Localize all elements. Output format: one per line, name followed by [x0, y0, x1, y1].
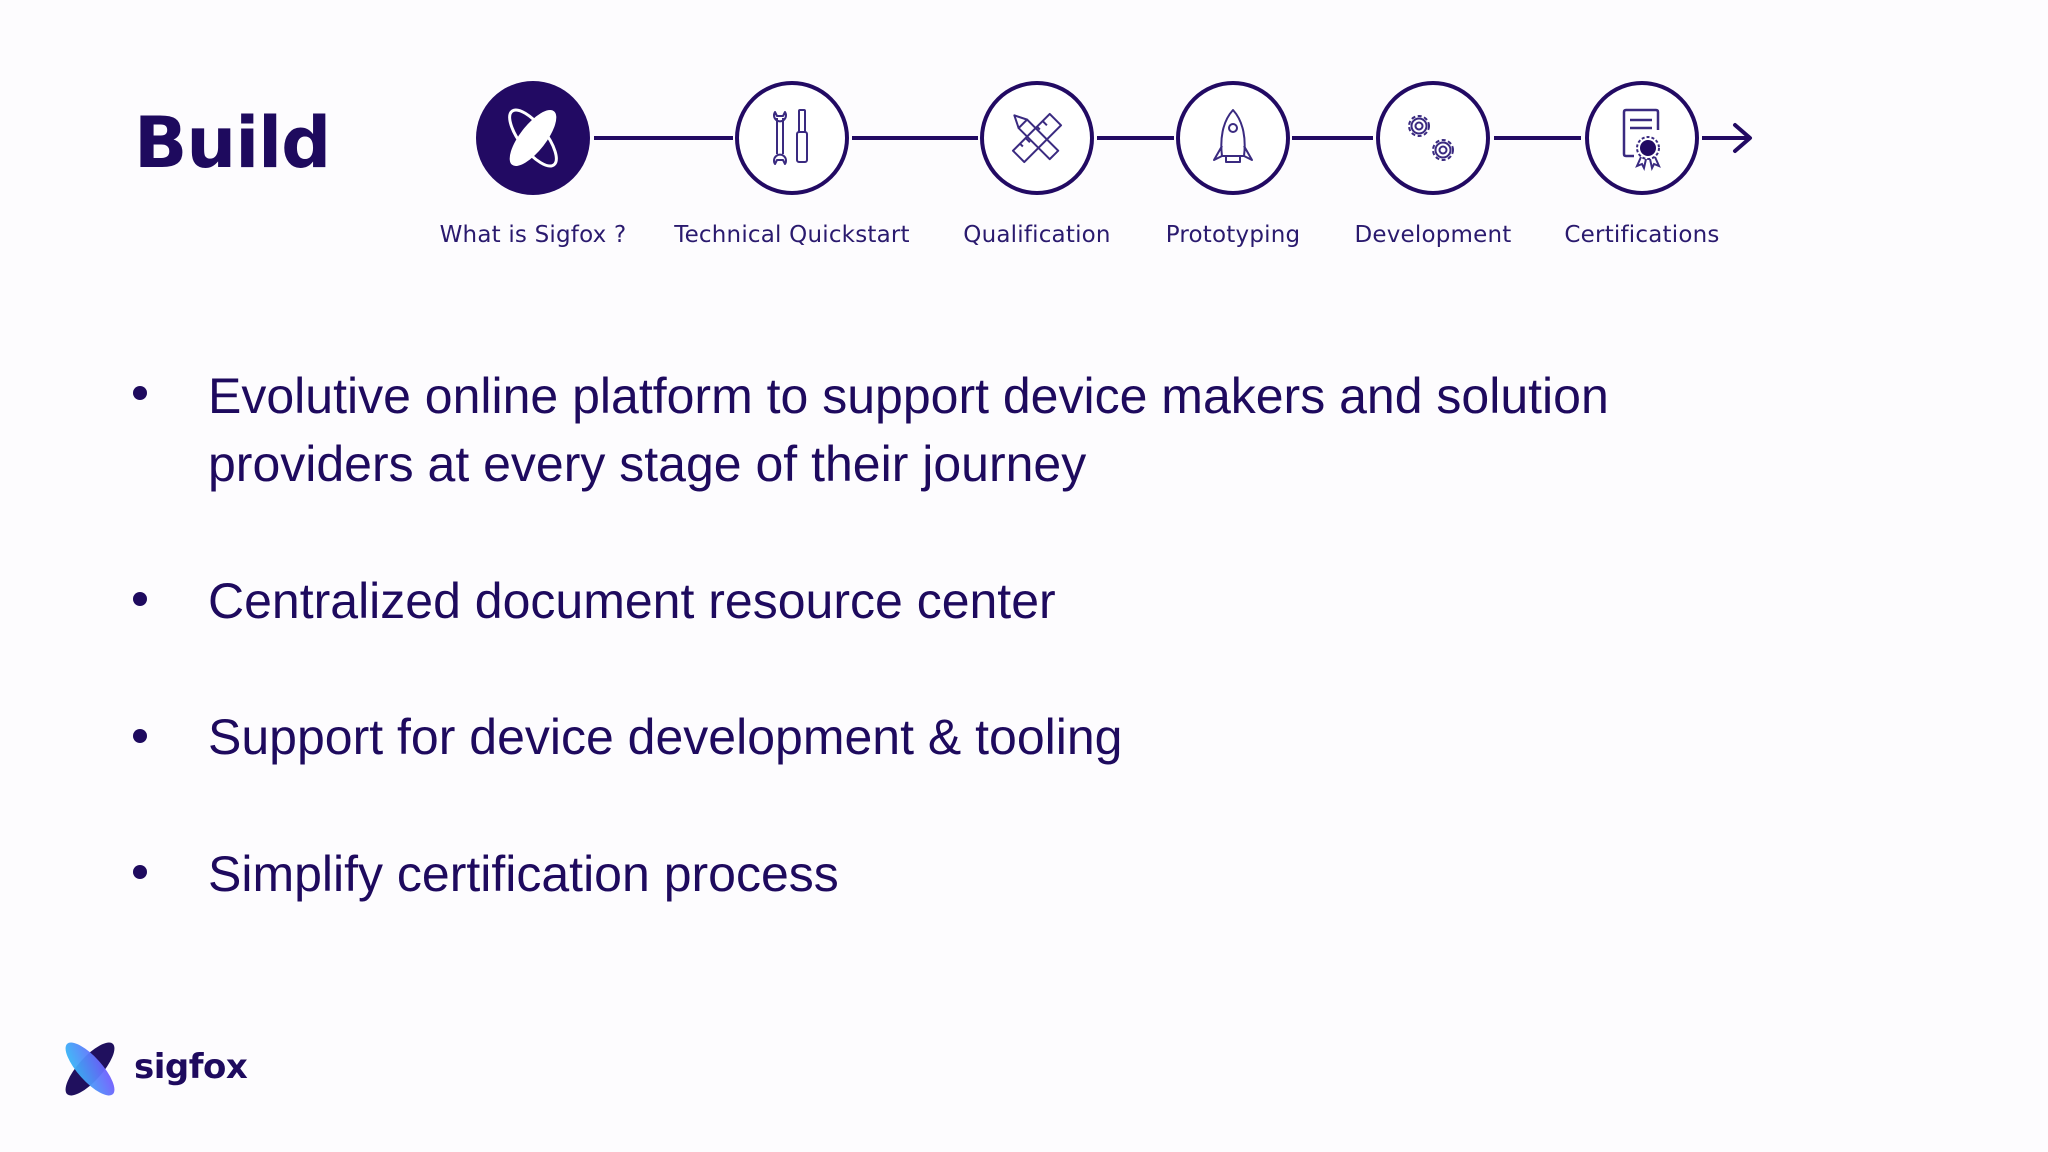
- wrench-screwdriver-icon: [773, 109, 808, 165]
- sigfox-butterfly-icon: [508, 108, 558, 168]
- step-certifications[interactable]: [1585, 81, 1699, 195]
- bullet-dot-icon: [133, 386, 147, 400]
- certificate-icon: [1622, 108, 1661, 171]
- bullet-dot-icon: [133, 729, 147, 743]
- step-technical-quickstart[interactable]: [735, 81, 849, 195]
- journey-stepper: What is Sigfox ? Technical Quickstart Qu…: [0, 0, 2048, 270]
- bullet-dot-icon: [133, 592, 147, 606]
- step-qualification[interactable]: [980, 81, 1094, 195]
- bullet-text-line: Centralized document resource center: [208, 573, 1056, 629]
- bullet-text-line: providers at every stage of their journe…: [208, 436, 1087, 492]
- rocket-icon: [1213, 109, 1253, 163]
- step-label-technical-quickstart[interactable]: Technical Quickstart: [674, 222, 910, 248]
- step-label-qualification[interactable]: Qualification: [963, 222, 1111, 248]
- slide-title: Build: [134, 102, 331, 184]
- step-label-development[interactable]: Development: [1354, 222, 1512, 248]
- arrow-right-icon: [1733, 123, 1752, 153]
- bullet-text-line: Evolutive online platform to support dev…: [208, 368, 1609, 424]
- sigfox-logo: sigfox: [54, 1038, 248, 1100]
- step-prototyping[interactable]: [1176, 81, 1290, 195]
- logo-wordmark: sigfox: [134, 1047, 248, 1087]
- gears-icon: [1408, 115, 1454, 161]
- ruler-pencil-icon: [1011, 112, 1063, 164]
- step-label-certifications[interactable]: Certifications: [1564, 222, 1720, 248]
- journey-graphic: [476, 81, 1752, 195]
- sigfox-butterfly-logo-icon: [65, 1042, 115, 1096]
- bullet-dot-icon: [133, 865, 147, 879]
- bullet-text-line: Simplify certification process: [208, 846, 839, 902]
- step-label-what-is-sigfox[interactable]: What is Sigfox ?: [439, 222, 627, 248]
- step-development[interactable]: [1376, 81, 1490, 195]
- bullet-text-line: Support for device development & tooling: [208, 709, 1123, 765]
- step-what-is-sigfox[interactable]: [476, 81, 590, 195]
- step-label-prototyping[interactable]: Prototyping: [1165, 222, 1301, 248]
